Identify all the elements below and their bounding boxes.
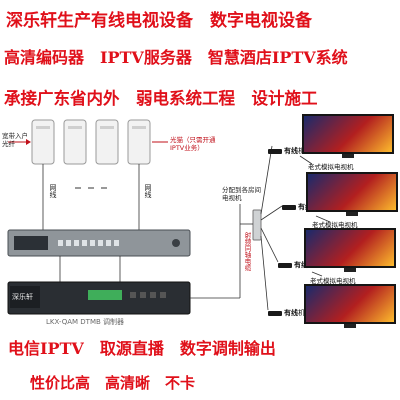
headline-1: 深乐轩生产有线电视设备 数字电视设备 bbox=[6, 11, 312, 31]
set-top-box-icon bbox=[268, 148, 282, 154]
optical-modem-label: 光猫（只需开通IPTV业务） bbox=[170, 136, 216, 152]
cable-label-right: 网线 bbox=[144, 184, 152, 198]
analog-tv-4 bbox=[304, 284, 396, 330]
optical-modem-group bbox=[31, 119, 151, 165]
tv-screen bbox=[304, 284, 396, 324]
bottom-line-2: 性价比高 高清晰 不卡 bbox=[30, 374, 196, 392]
tv-stand bbox=[346, 212, 358, 216]
analog-tv-1: 老式模拟电视机 bbox=[302, 114, 394, 171]
bottom-line-1: 电信IPTV 取源直播 数字调制输出 bbox=[8, 339, 276, 358]
tv-caption: 老式模拟电视机 bbox=[312, 221, 358, 229]
set-top-box-icon bbox=[268, 310, 282, 316]
device-brand-label: 深乐轩 bbox=[12, 293, 33, 301]
splitter-label: 分配到各房间电视机 bbox=[222, 186, 261, 202]
tv-stand bbox=[342, 154, 354, 158]
tv-stand bbox=[344, 324, 356, 328]
rf-cable-label: 射频同轴电缆 bbox=[243, 232, 251, 271]
device-model-label: LKX-QAM DTMB 调制器 bbox=[46, 318, 125, 326]
cable-label-left: 网线 bbox=[49, 184, 57, 198]
modulator-device bbox=[7, 281, 191, 315]
tv-stand bbox=[344, 268, 356, 272]
fiber-in-label: 宽带入户光纤 bbox=[2, 132, 28, 148]
tv-screen bbox=[306, 172, 398, 212]
iptv-server bbox=[7, 229, 191, 257]
system-diagram: 宽带入户光纤 光猫（只需开通IPTV业务） 网线 网线 深乐轩 LKX-QAM … bbox=[0, 112, 400, 334]
set-top-box-icon bbox=[282, 204, 296, 210]
tv-screen bbox=[302, 114, 394, 154]
set-top-box-icon bbox=[278, 262, 292, 268]
tv-caption: 老式模拟电视机 bbox=[308, 163, 354, 171]
analog-tv-2: 老式模拟电视机 bbox=[306, 172, 398, 229]
tv-screen bbox=[304, 228, 396, 268]
headline-3: 承接广东省内外 弱电系统工程 设计施工 bbox=[4, 89, 318, 108]
headline-2: 高清编码器 IPTV服务器 智慧酒店IPTV系统 bbox=[4, 48, 348, 67]
diagram-lines bbox=[7, 119, 331, 323]
analog-tv-3: 老式模拟电视机 bbox=[304, 228, 396, 285]
tv-caption: 老式模拟电视机 bbox=[310, 277, 356, 285]
